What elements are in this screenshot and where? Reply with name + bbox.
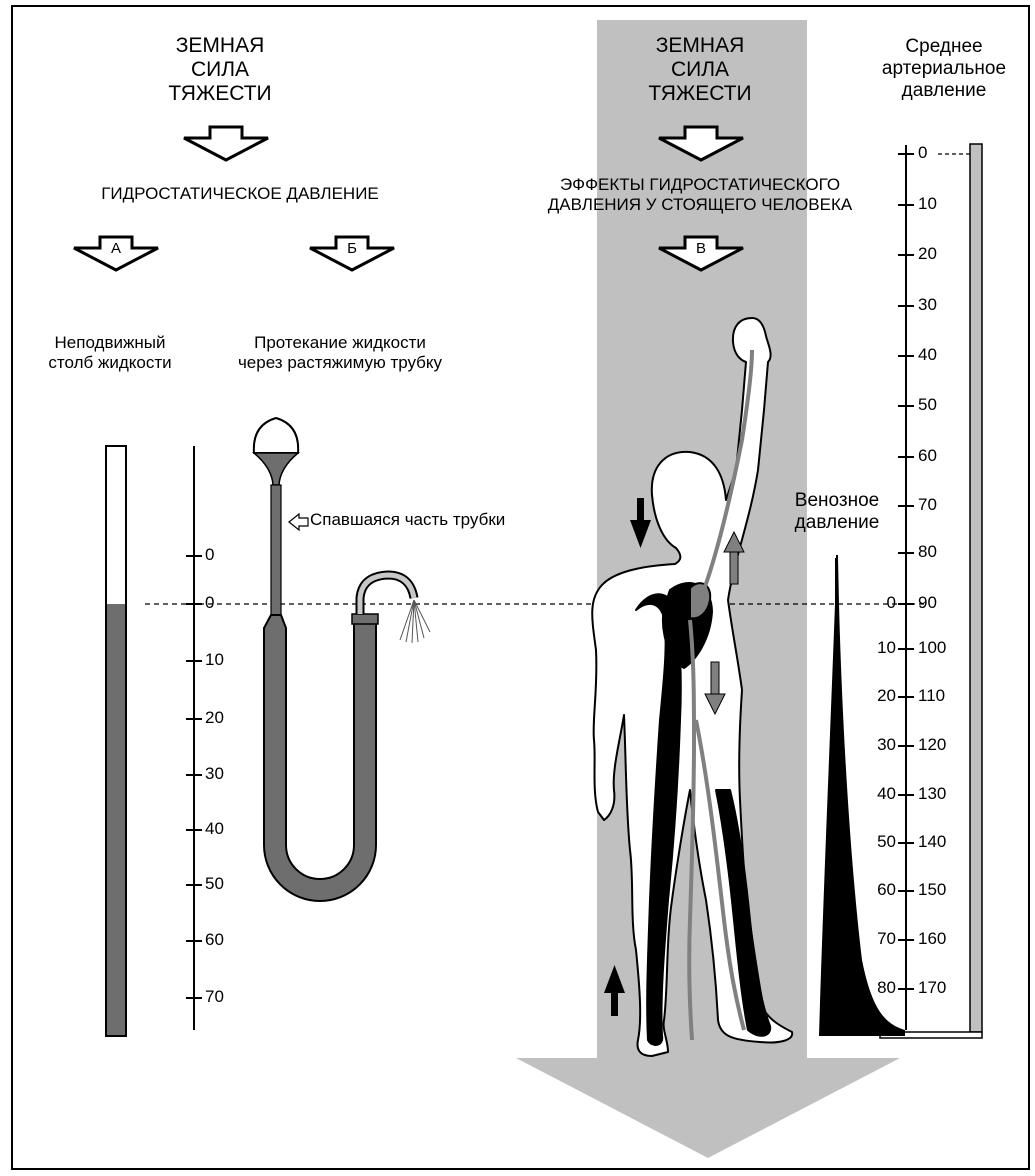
arterial-tick: 160 <box>918 929 946 949</box>
arterial-label: Среднее артериальное давление <box>864 36 1024 102</box>
left-tick: 0 <box>205 545 214 565</box>
left-tick: 30 <box>205 764 224 784</box>
arterial-tick: 90 <box>918 593 937 613</box>
label-a: Неподвижный столб жидкости <box>20 333 200 372</box>
arterial-tick: 0 <box>918 143 927 163</box>
venous-tick: 60 <box>860 880 896 900</box>
arterial-tick: 10 <box>918 194 937 214</box>
venous-tick: 0 <box>860 593 896 613</box>
venous-tick: 20 <box>860 686 896 706</box>
left-tick: 60 <box>205 930 224 950</box>
arterial-tick: 130 <box>918 784 946 804</box>
tube-u <box>264 615 376 901</box>
tube-bulb-fluid <box>254 453 298 485</box>
arterial-tick: 100 <box>918 638 946 658</box>
arterial-tick: 40 <box>918 345 937 365</box>
arterial-tick: 20 <box>918 244 937 264</box>
collapsed-pointer-arrow <box>289 514 308 530</box>
gravity-arrow-left <box>184 127 268 160</box>
left-tick: 40 <box>205 819 224 839</box>
right-title: ЗЕМНАЯ СИЛА ТЯЖЕСТИ <box>620 34 780 106</box>
arterial-tick: 110 <box>918 686 945 706</box>
venous-label: Венозное давление <box>772 490 902 534</box>
arrow-a-label: А <box>108 240 124 257</box>
arterial-tick: 60 <box>918 446 937 466</box>
venous-tick: 50 <box>860 832 896 852</box>
left-title: ЗЕМНАЯ СИЛА ТЯЖЕСТИ <box>140 34 300 106</box>
gravity-big-arrow <box>516 1058 900 1158</box>
venous-tick: 30 <box>860 735 896 755</box>
venous-tick: 80 <box>860 978 896 998</box>
arterial-column <box>970 144 982 1032</box>
left-tick: 50 <box>205 874 224 894</box>
arterial-tick: 30 <box>918 295 937 315</box>
collapsed-tube-label: Спавшаяся часть трубки <box>310 510 505 530</box>
fluid-column-a-fill <box>107 604 125 1035</box>
tube-collapsed-part <box>271 485 281 615</box>
left-tick: 10 <box>205 650 224 670</box>
label-b: Протекание жидкости через растяжимую тру… <box>200 333 480 372</box>
arterial-tick: 80 <box>918 542 937 562</box>
hydrostatic-heading: ГИДРОСТАТИЧЕСКОЕ ДАВЛЕНИЕ <box>40 184 440 204</box>
arterial-tick: 170 <box>918 978 946 998</box>
venous-tick: 10 <box>860 638 896 658</box>
spray-lines <box>400 600 430 643</box>
effects-heading: ЭФФЕКТЫ ГИДРОСТАТИЧЕСКОГО ДАВЛЕНИЯ У СТО… <box>500 175 900 214</box>
left-tick: 70 <box>205 987 224 1007</box>
venous-tick: 70 <box>860 929 896 949</box>
venous-tick: 40 <box>860 784 896 804</box>
arterial-tick: 140 <box>918 832 946 852</box>
arrow-c-label: В <box>693 240 709 257</box>
arterial-tick: 70 <box>918 495 937 515</box>
tube-bulb <box>254 418 298 453</box>
arterial-tick: 150 <box>918 880 946 900</box>
tube-cap <box>352 614 378 624</box>
arterial-tick: 120 <box>918 735 946 755</box>
arterial-tick: 50 <box>918 395 937 415</box>
arrow-b-label: Б <box>344 240 360 257</box>
left-tick: 0 <box>205 593 214 613</box>
left-tick: 20 <box>205 708 224 728</box>
